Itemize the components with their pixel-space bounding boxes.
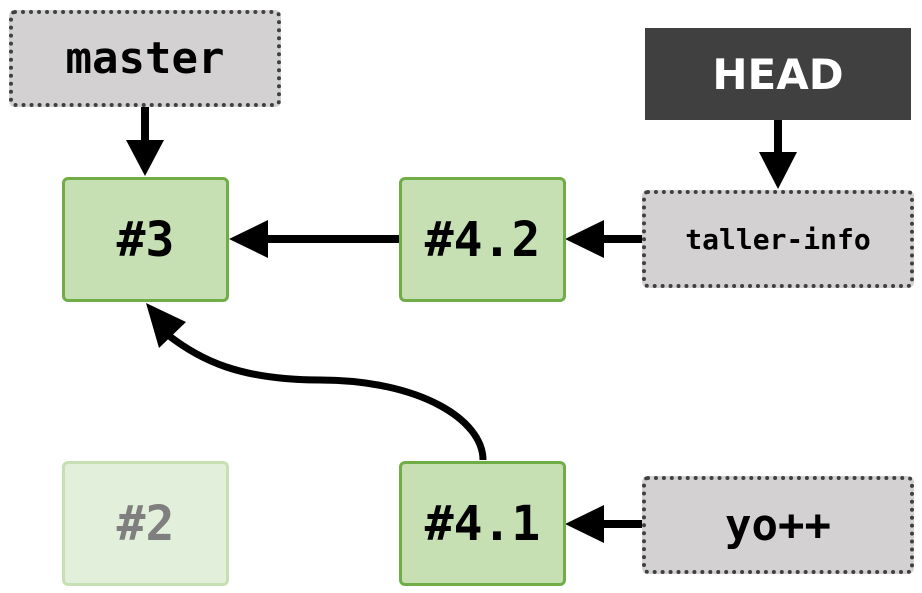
commit-4-2-label: #4.2 [424,211,541,268]
branch-yo-label: yo++ [725,499,831,551]
head-pointer-label: HEAD [712,49,844,99]
commit-2-label: #2 [116,495,175,552]
arrow-c41-to-c3 [146,303,487,461]
branch-master-label: master [65,33,225,84]
arrow-yo-to-c41 [565,505,643,543]
arrow-master-to-c3 [126,106,164,176]
branch-taller-info-label: taller-info [685,222,871,256]
commit-4-2[interactable]: #4.2 [399,177,566,302]
arrow-head-to-taller-info [759,120,797,189]
branch-master[interactable]: master [9,10,281,107]
commit-3-label: #3 [116,211,175,268]
arrow-c42-to-c3 [229,220,400,258]
commit-3[interactable]: #3 [62,177,229,302]
commit-2[interactable]: #2 [62,461,229,586]
commit-4-1[interactable]: #4.1 [399,461,566,586]
branch-yo[interactable]: yo++ [642,476,914,574]
arrow-taller-info-to-c42 [565,220,643,258]
branch-taller-info[interactable]: taller-info [642,190,914,288]
head-pointer[interactable]: HEAD [645,28,911,120]
commit-4-1-label: #4.1 [424,495,541,552]
